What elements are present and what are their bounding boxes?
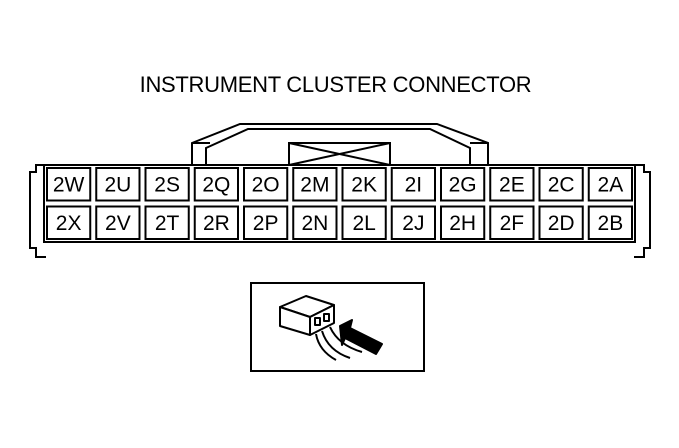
pin-label-2m: 2M: [300, 173, 329, 196]
pin-cell-2u: [95, 167, 141, 202]
pin-grid: [46, 167, 633, 240]
pin-label-2e: 2E: [499, 173, 525, 196]
pin-label-2o: 2O: [252, 173, 280, 196]
pin-cell-2a: [587, 167, 633, 202]
pin-label-2i: 2I: [405, 173, 423, 196]
pin-label-2s: 2S: [154, 173, 180, 196]
pin-label-2v: 2V: [105, 212, 131, 235]
pin-label-2p: 2P: [253, 212, 279, 235]
pin-cell-2e: [489, 167, 535, 202]
pin-cell-2s: [144, 167, 190, 202]
pin-label-2c: 2C: [548, 173, 575, 196]
pin-cell-2t: [144, 205, 190, 240]
pin-label-2a: 2A: [598, 173, 624, 196]
pin-label-2t: 2T: [155, 212, 180, 235]
pin-cell-2c: [538, 167, 584, 202]
pin-cell-2h: [440, 205, 486, 240]
pin-label-2q: 2Q: [202, 173, 230, 196]
pin-cell-2n: [292, 205, 338, 240]
connector-latch: [191, 123, 489, 165]
pin-cell-2d: [538, 205, 584, 240]
pin-labels: 2W 2U 2S 2Q 2O 2M 2K 2I 2G 2E 2C 2A 2X 2V 2T 2R 2P 2N 2L 2J…: [53, 173, 623, 235]
pin-label-2n: 2N: [301, 212, 328, 235]
pin-cell-2w: [46, 167, 92, 202]
pin-cell-2q: [193, 167, 239, 202]
connector-probe-inset: [250, 282, 425, 372]
pin-cell-2f: [489, 205, 535, 240]
pin-label-2u: 2U: [104, 173, 131, 196]
connector-key: [288, 142, 391, 166]
pin-label-2j: 2J: [402, 212, 424, 235]
connector-housing: [29, 164, 651, 258]
pin-cell-2v: [95, 205, 141, 240]
pin-label-2h: 2H: [449, 212, 476, 235]
pin-label-2l: 2L: [352, 212, 375, 235]
pin-label-2d: 2D: [548, 212, 575, 235]
pin-label-2x: 2X: [56, 212, 82, 235]
pin-label-2r: 2R: [203, 212, 230, 235]
pin-label-2f: 2F: [500, 212, 525, 235]
pin-label-2k: 2K: [351, 173, 377, 196]
pin-cell-2p: [243, 205, 289, 240]
pin-cell-2j: [390, 205, 436, 240]
pin-cell-2i: [390, 167, 436, 202]
pin-label-2g: 2G: [449, 173, 477, 196]
connector-probe-arrow-icon: [279, 295, 383, 361]
pin-cell-2g: [440, 167, 486, 202]
pin-label-2b: 2B: [598, 212, 624, 235]
pin-cell-2o: [243, 167, 289, 202]
pin-label-2w: 2W: [53, 173, 85, 196]
pin-cell-2m: [292, 167, 338, 202]
pin-cell-2x: [46, 205, 92, 240]
diagram-title: INSTRUMENT CLUSTER CONNECTOR: [139, 72, 532, 97]
inset-frame: [250, 282, 425, 372]
pin-cell-2l: [341, 205, 387, 240]
pin-cell-2b: [587, 205, 633, 240]
pin-cell-2k: [341, 167, 387, 202]
pin-cell-2r: [193, 205, 239, 240]
